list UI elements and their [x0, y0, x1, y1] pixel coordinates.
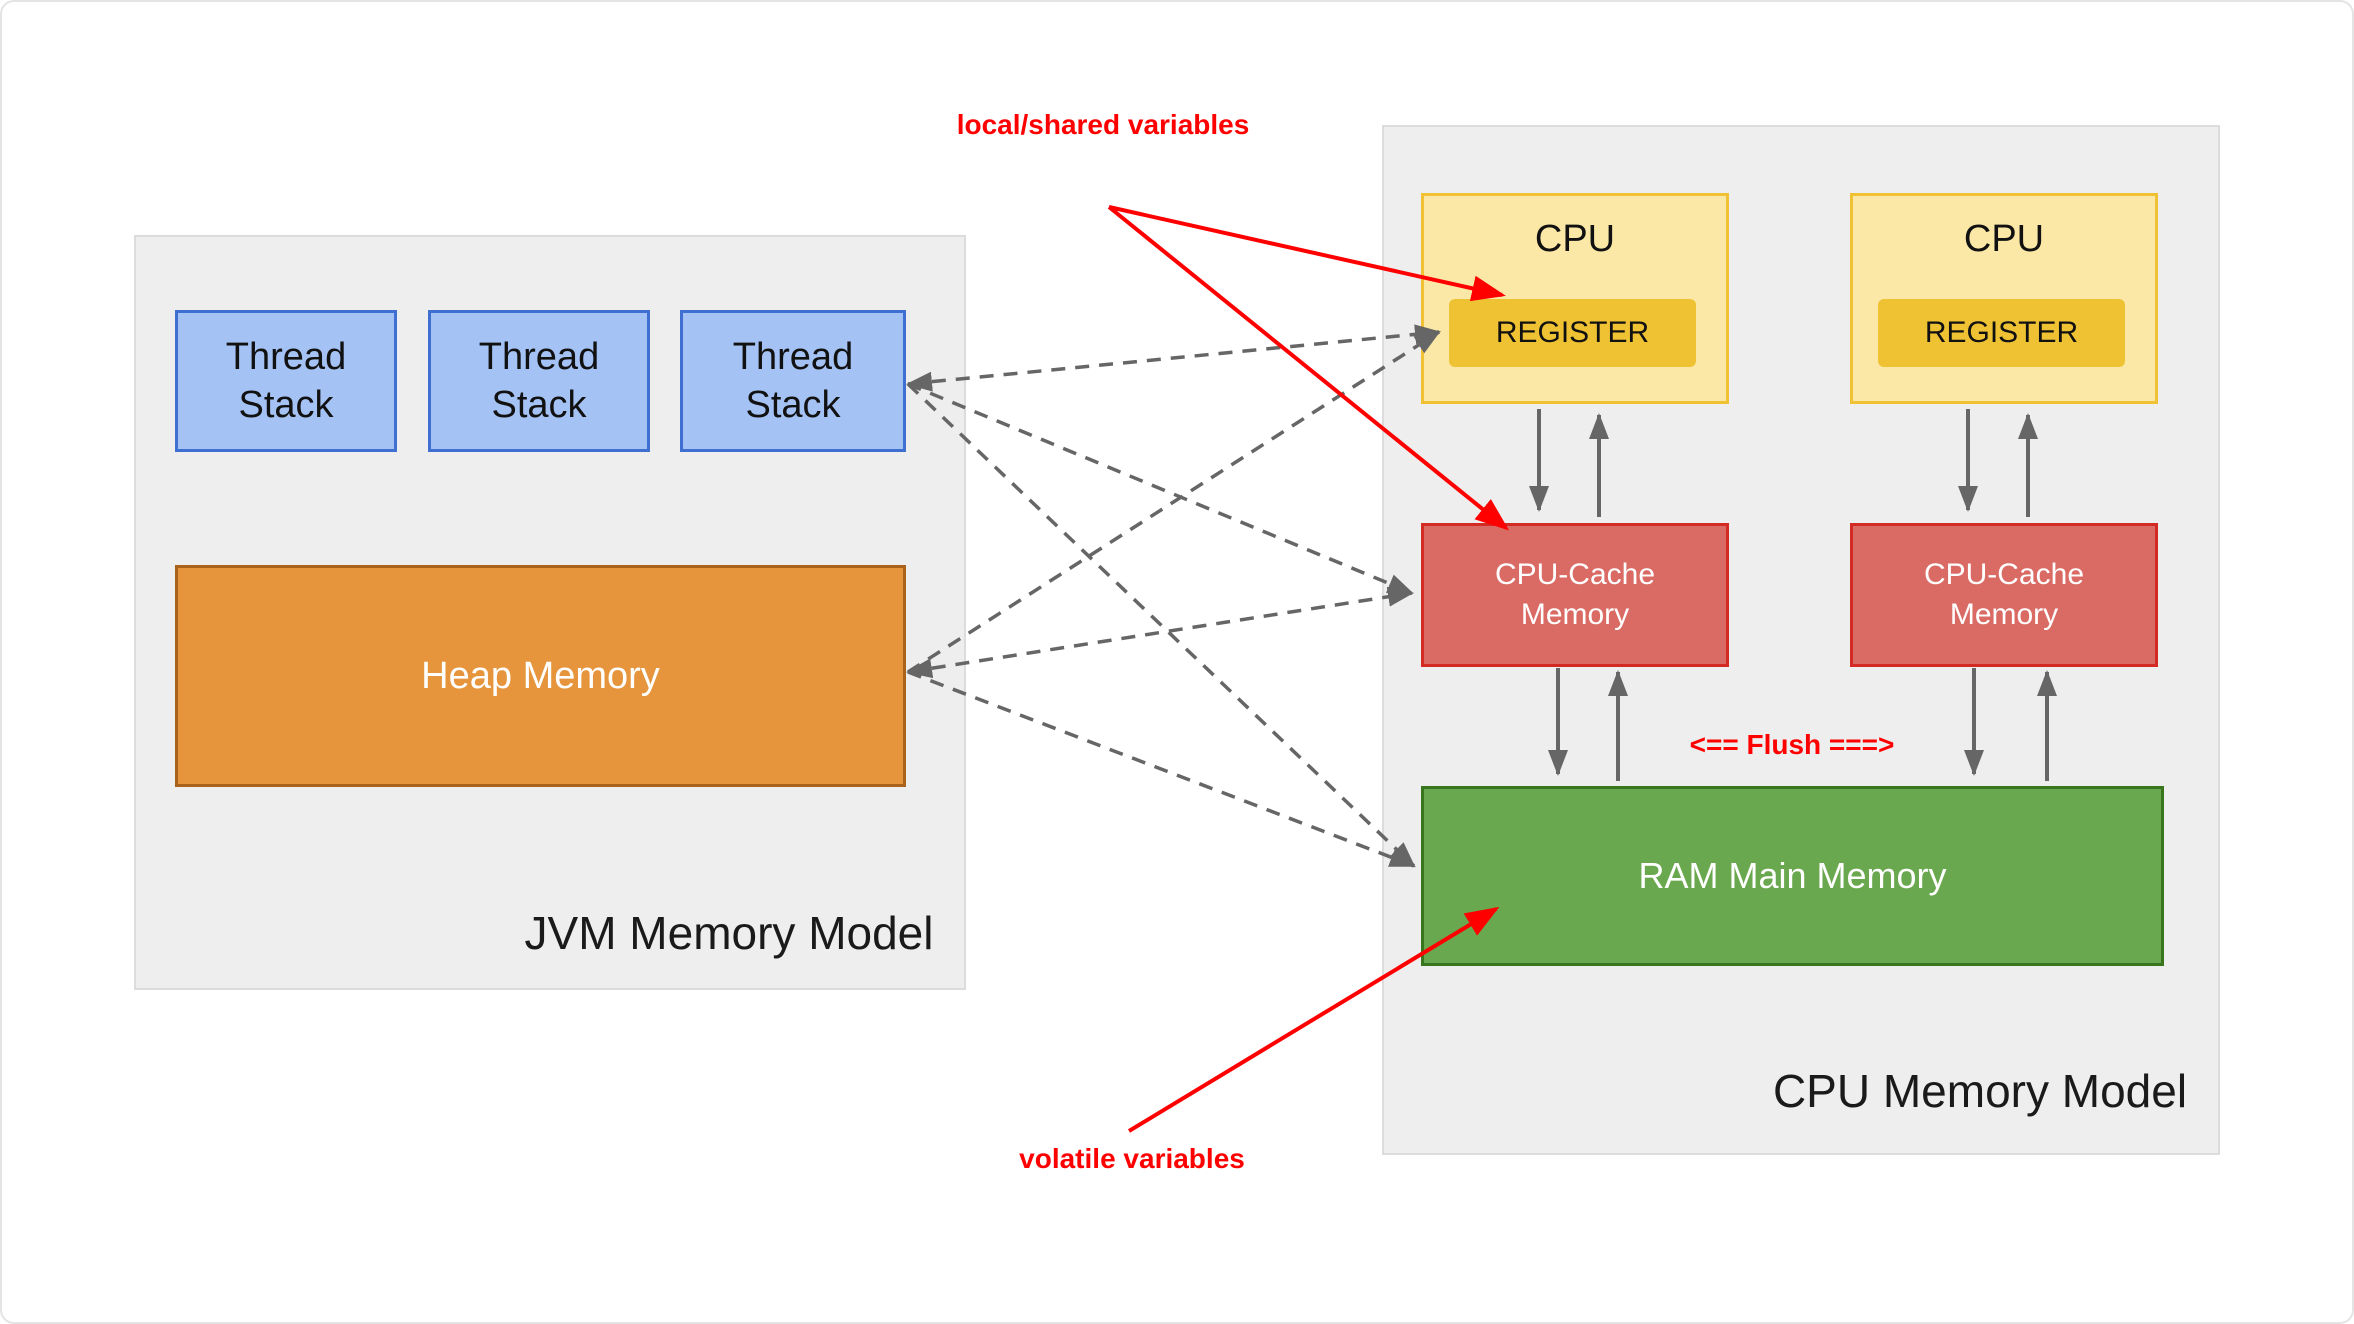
register-label: REGISTER	[1495, 316, 1650, 349]
heap-memory-box: Heap Memory	[175, 565, 906, 787]
cpu-cache-box-1: CPU-Cache Memory	[1421, 523, 1729, 667]
volatile-variables-note: volatile variables	[1019, 1143, 1245, 1174]
ram-main-memory-box: RAM Main Memory	[1421, 786, 2164, 966]
dashed-connector-threadstack-register	[906, 324, 1441, 392]
heap-memory-label: Heap Memory	[421, 654, 660, 697]
ram-main-memory-label: RAM Main Memory	[1638, 855, 1947, 896]
flush-note: <== Flush ===>	[1689, 729, 1895, 760]
register-box-1: REGISTER	[1449, 299, 1696, 367]
cpu-cache-label: CPU-Cache Memory	[1494, 558, 1656, 631]
dashed-connector-threadstack-cache	[907, 382, 1414, 595]
thread-stack-label: Thread Stack	[478, 336, 600, 426]
cpu-cache-label: CPU-Cache Memory	[1923, 558, 2085, 631]
thread-stack-box-1: Thread Stack	[175, 310, 397, 452]
cpu-label: CPU	[1534, 218, 1616, 260]
thread-stack-label: Thread Stack	[732, 336, 854, 426]
jvm-panel-title: JVM Memory Model	[524, 907, 934, 959]
cpu-box-1: CPU REGISTER	[1421, 193, 1729, 404]
thread-stack-box-3: Thread Stack	[680, 310, 906, 452]
cpu-label: CPU	[1963, 218, 2045, 260]
thread-stack-label: Thread Stack	[225, 336, 347, 426]
dashed-connector-heap-ram	[907, 670, 1416, 868]
local-shared-variables-note: local/shared variables	[956, 109, 1250, 140]
register-box-2: REGISTER	[1878, 299, 2125, 367]
dashed-connector-heap-cache	[906, 586, 1414, 679]
cpu-panel-title: CPU Memory Model	[1772, 1065, 2188, 1117]
register-label: REGISTER	[1924, 316, 2079, 349]
cpu-box-2: CPU REGISTER	[1850, 193, 2158, 404]
dashed-connector-threadstack-ram	[906, 382, 1416, 868]
cpu-cache-box-2: CPU-Cache Memory	[1850, 523, 2158, 667]
dashed-connector-heap-register	[907, 330, 1441, 674]
thread-stack-box-2: Thread Stack	[428, 310, 650, 452]
